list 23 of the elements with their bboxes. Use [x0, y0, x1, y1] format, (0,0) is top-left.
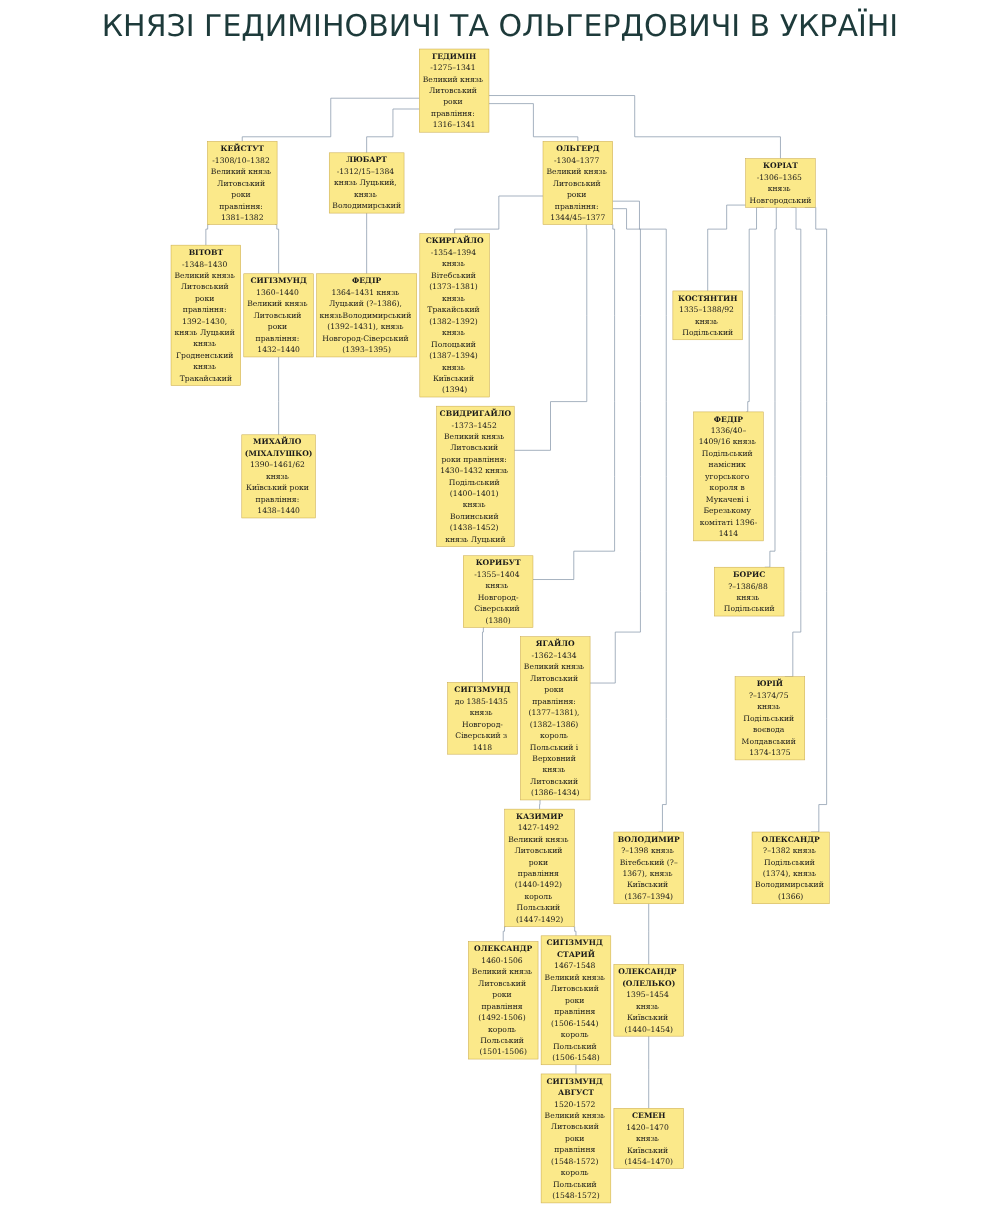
connector: [648, 1035, 649, 1109]
connector: [572, 926, 577, 937]
connector: [539, 799, 541, 810]
connector: [513, 224, 587, 451]
connector: [278, 356, 279, 436]
diagram-title: КНЯЗІ ГЕДИМІНОВИЧІ ТА ОЛЬГЕРДОВИЧІ В УКРАЇНІ: [99, 8, 901, 44]
connector: [648, 903, 649, 965]
connector: [205, 224, 210, 246]
connector: [575, 1064, 577, 1075]
connector: [274, 224, 279, 275]
connector: [764, 207, 778, 568]
connector: [532, 224, 615, 580]
connector: [612, 200, 667, 833]
connector: [502, 926, 507, 942]
connector: [481, 627, 485, 683]
connector: [488, 103, 579, 142]
connector: [454, 195, 544, 235]
connector: [589, 208, 641, 684]
connector: [241, 97, 420, 142]
connector: [366, 212, 367, 275]
connector: [488, 95, 781, 159]
connector: [366, 108, 420, 154]
connector: [707, 204, 746, 292]
